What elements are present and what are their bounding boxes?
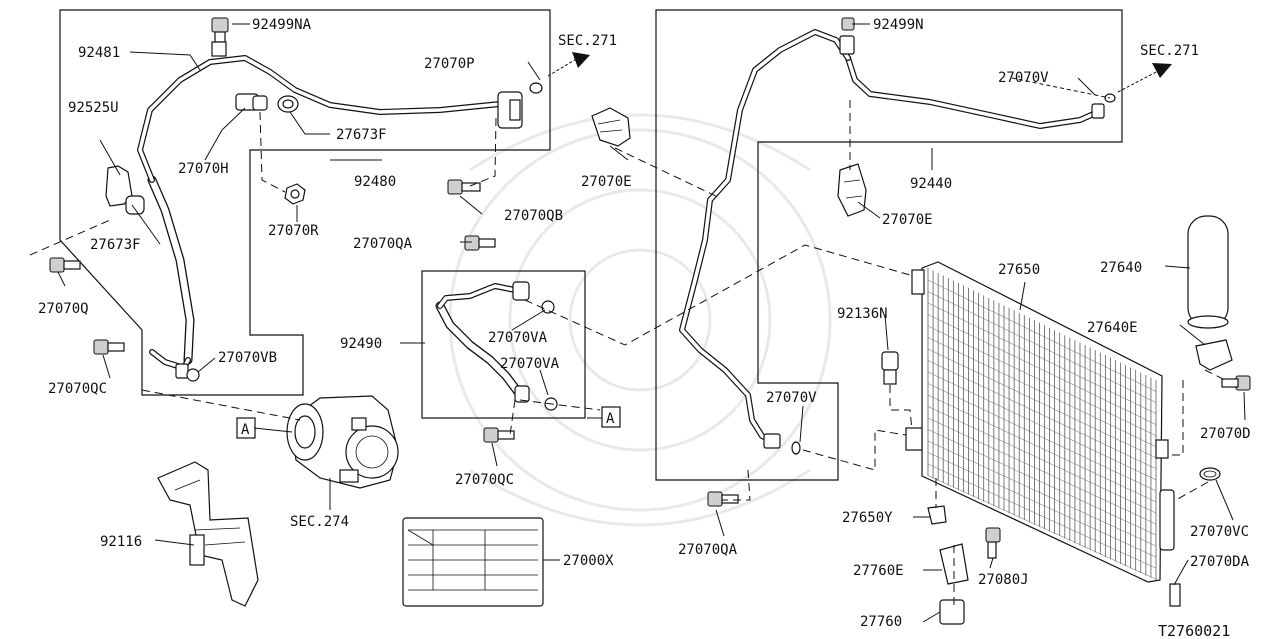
label-27640E: 27640E — [1087, 320, 1138, 336]
label-callout-A-right: A — [606, 411, 615, 427]
label-callout-A-left: A — [241, 422, 250, 438]
low-pressure-hose-92490 — [435, 281, 530, 403]
label-92499N: 92499N — [873, 17, 924, 33]
label-27640: 27640 — [1100, 260, 1142, 276]
connection-lines — [29, 77, 1226, 605]
receiver-drier-27640 — [1187, 215, 1233, 481]
condenser-27650 — [905, 261, 1175, 583]
label-27070V-top: 27070V — [998, 70, 1049, 86]
label-27070H: 27070H — [178, 161, 229, 177]
label-27080J: 27080J — [978, 572, 1029, 588]
filled-arrow-icon — [547, 52, 590, 77]
label-27650: 27650 — [998, 262, 1040, 278]
bolt-icons — [49, 179, 1251, 559]
label-sec274: SEC.274 — [290, 514, 349, 530]
diagram-code: T2760021 — [1158, 622, 1230, 639]
callout-box-left — [236, 417, 256, 439]
label-27070R: 27070R — [268, 223, 319, 239]
label-27070VB: 27070VB — [218, 350, 277, 366]
label-27070QC-mid: 27070QC — [455, 472, 514, 488]
label-27000X: 27000X — [563, 553, 614, 569]
label-27070DA: 27070DA — [1190, 554, 1250, 570]
label-27070D: 27070D — [1200, 426, 1251, 442]
label-27673F-top: 27673F — [336, 127, 387, 143]
small-parts-left — [105, 17, 558, 411]
label-92116: 92116 — [100, 534, 142, 550]
part-labels: 92499NA 92481 SEC.271 27070P 92525U 2767… — [38, 17, 1251, 639]
filled-arrow-icon — [1117, 63, 1172, 93]
leader-lines — [57, 23, 1246, 623]
label-27673F-left: 27673F — [90, 237, 141, 253]
label-27070VA-1: 27070VA — [488, 330, 548, 346]
label-92480: 92480 — [354, 174, 396, 190]
label-27070QA-mid: 27070QA — [353, 236, 413, 252]
compressor — [286, 395, 399, 489]
label-92490: 92490 — [340, 336, 382, 352]
label-27070VC: 27070VC — [1190, 524, 1249, 540]
sec-arrows — [547, 52, 1172, 93]
watermark-emblem — [448, 113, 832, 527]
label-27760E: 27760E — [853, 563, 904, 579]
label-27070P: 27070P — [424, 56, 475, 72]
label-92136N: 92136N — [837, 306, 888, 322]
high-pressure-hose-92481 — [137, 55, 523, 379]
label-27070E-mid: 27070E — [581, 174, 632, 190]
label-27070E-right: 27070E — [882, 212, 933, 228]
label-sec271-left: SEC.271 — [558, 33, 617, 49]
label-92499NA: 92499NA — [252, 17, 312, 33]
assembly-frames — [59, 9, 1123, 607]
label-92525U: 92525U — [68, 100, 119, 116]
label-sec271-right: SEC.271 — [1140, 43, 1199, 59]
pipe-92440 — [679, 17, 1116, 455]
label-27070VA-2: 27070VA — [500, 356, 560, 372]
label-27760: 27760 — [860, 614, 902, 630]
label-27070QC-left: 27070QC — [48, 381, 107, 397]
label-27070Q: 27070Q — [38, 301, 89, 317]
label-27070QB: 27070QB — [504, 208, 563, 224]
label-27650Y: 27650Y — [842, 510, 893, 526]
label-92481: 92481 — [78, 45, 120, 61]
bracket-92116 — [157, 461, 259, 607]
label-92440: 92440 — [910, 176, 952, 192]
callout-box-right — [601, 406, 621, 428]
label-27070V-bottom: 27070V — [766, 390, 817, 406]
label-27070QA-bottom: 27070QA — [678, 542, 738, 558]
